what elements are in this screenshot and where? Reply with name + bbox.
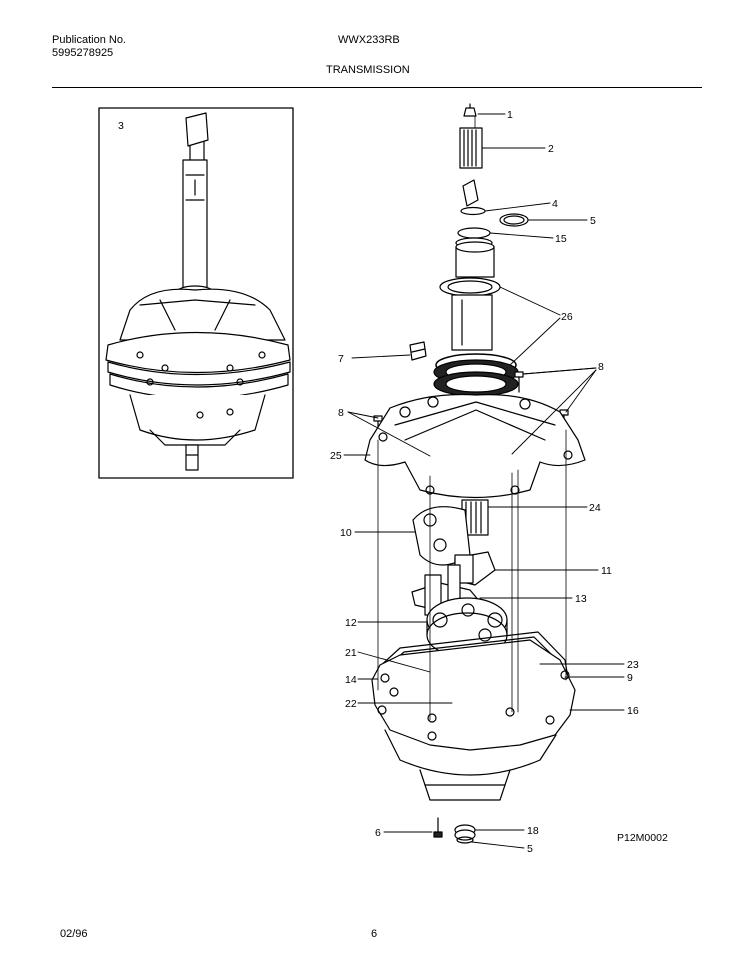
model-number: WWX233RB: [338, 34, 400, 46]
callout-9: 9: [627, 672, 633, 684]
callout-5-top: 5: [590, 215, 596, 227]
callout-2: 2: [548, 143, 554, 155]
section-title: TRANSMISSION: [326, 64, 410, 76]
inset-assembled-transmission: [105, 112, 291, 471]
callout-1: 1: [507, 109, 513, 121]
footer-date: 02/96: [60, 928, 88, 940]
callout-8-right: 8: [598, 361, 604, 373]
callout-11: 11: [601, 565, 612, 577]
inset-frame: [98, 107, 294, 479]
inset-label: 3: [118, 120, 124, 132]
callout-12: 12: [345, 617, 357, 629]
callout-25: 25: [330, 450, 342, 462]
callout-4: 4: [552, 198, 558, 210]
callout-26: 26: [561, 311, 573, 323]
callout-10: 10: [340, 527, 352, 539]
callout-5-bottom: 5: [527, 843, 533, 855]
callout-16: 16: [627, 705, 639, 717]
callout-7: 7: [338, 353, 344, 365]
callout-13: 13: [575, 593, 587, 605]
publication-label: Publication No.: [52, 34, 126, 46]
callout-6: 6: [375, 827, 381, 839]
callout-8-left: 8: [338, 407, 344, 419]
callout-15: 15: [555, 233, 567, 245]
callout-18: 18: [527, 825, 539, 837]
callout-14: 14: [345, 674, 357, 686]
callout-23: 23: [627, 659, 639, 671]
header-rule: [52, 87, 702, 88]
callout-21: 21: [345, 647, 357, 659]
footer-page-number: 6: [371, 928, 378, 940]
callout-22: 22: [345, 698, 357, 710]
diagram-code: P12M0002: [617, 832, 668, 844]
callout-24: 24: [589, 502, 601, 514]
publication-number: 5995278925: [52, 47, 114, 59]
